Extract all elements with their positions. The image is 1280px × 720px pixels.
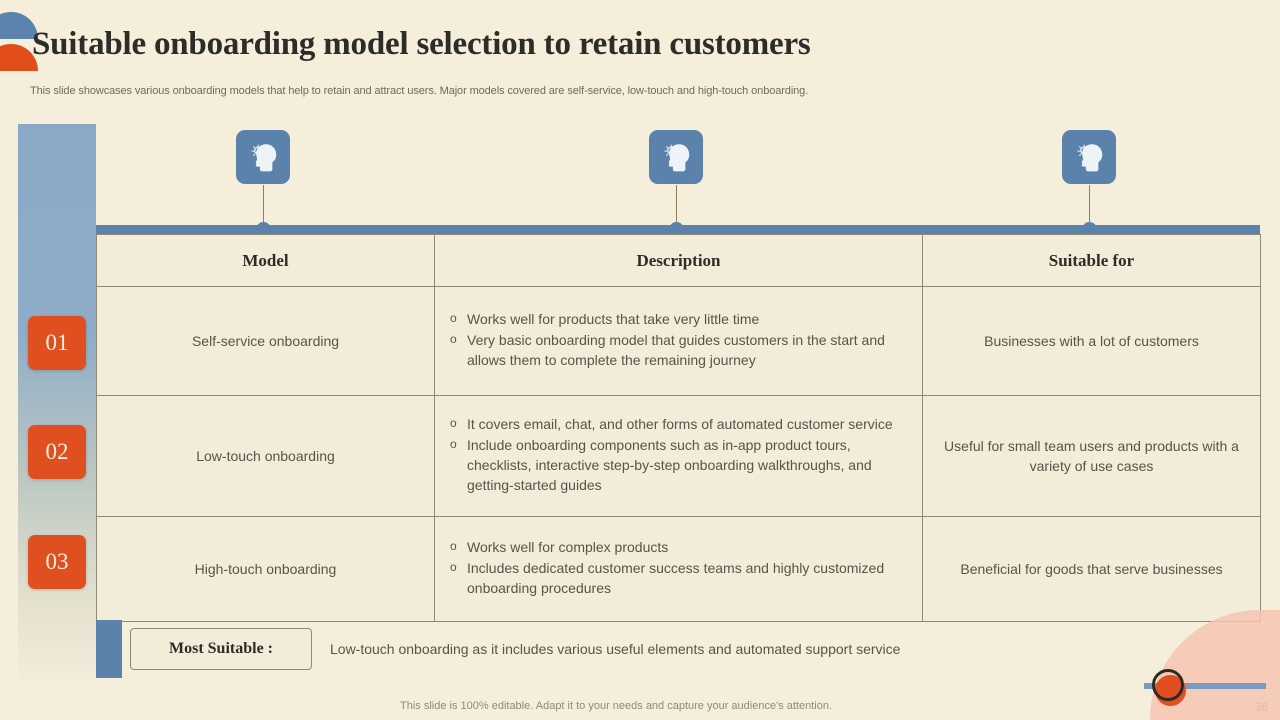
cell-suitable-for: Businesses with a lot of customers xyxy=(922,286,1261,396)
list-item: It covers email, chat, and other forms o… xyxy=(443,415,908,435)
list-item: Very basic onboarding model that guides … xyxy=(443,331,908,371)
node-stem-1 xyxy=(263,185,264,223)
column-header-suitable-for: Suitable for xyxy=(922,234,1261,287)
footer-rule-decoration xyxy=(1144,683,1266,689)
description-list: Works well for products that take very l… xyxy=(443,310,908,371)
cell-model: Low-touch onboarding xyxy=(96,395,435,517)
node-stem-2 xyxy=(676,185,677,223)
head-with-lightbulb-icon xyxy=(1062,130,1116,184)
left-gradient-rail xyxy=(18,124,96,680)
step-badge-01: 01 xyxy=(28,316,86,370)
most-suitable-text: Low-touch onboarding as it includes vari… xyxy=(330,641,901,657)
brand-logo xyxy=(0,12,46,86)
node-dot-1 xyxy=(256,222,271,237)
table-row: Self-service onboarding Works well for p… xyxy=(96,286,1261,396)
step-badge-03: 03 xyxy=(28,535,86,589)
table-row: High-touch onboarding Works well for com… xyxy=(96,516,1261,622)
table-row: Low-touch onboarding It covers email, ch… xyxy=(96,395,1261,517)
column-header-model: Model xyxy=(96,234,435,287)
most-suitable-strip: Most Suitable : Low-touch onboarding as … xyxy=(96,620,1260,678)
description-list: Works well for complex products Includes… xyxy=(443,538,908,599)
head-with-lightbulb-icon xyxy=(649,130,703,184)
cell-description: Works well for products that take very l… xyxy=(434,286,923,396)
most-suitable-accent-bar xyxy=(96,620,122,678)
list-item: Includes dedicated customer success team… xyxy=(443,559,908,599)
list-item: Works well for complex products xyxy=(443,538,908,558)
cell-description: It covers email, chat, and other forms o… xyxy=(434,395,923,517)
node-dot-3 xyxy=(1082,222,1097,237)
most-suitable-label: Most Suitable : xyxy=(130,628,312,670)
cell-model: High-touch onboarding xyxy=(96,516,435,622)
footer-note: This slide is 100% editable. Adapt it to… xyxy=(400,700,832,712)
page-title: Suitable onboarding model selection to r… xyxy=(32,26,811,62)
table-header-row: Model Description Suitable for xyxy=(96,234,1261,287)
head-with-lightbulb-icon xyxy=(236,130,290,184)
cell-suitable-for: Beneficial for goods that serve business… xyxy=(922,516,1261,622)
page-subtitle: This slide showcases various onboarding … xyxy=(30,85,809,97)
cell-model: Self-service onboarding xyxy=(96,286,435,396)
list-item: Works well for products that take very l… xyxy=(443,310,908,330)
onboarding-model-table: Model Description Suitable for Self-serv… xyxy=(96,234,1261,622)
description-list: It covers email, chat, and other forms o… xyxy=(443,415,908,496)
node-stem-3 xyxy=(1089,185,1090,223)
node-dot-2 xyxy=(669,222,684,237)
cell-description: Works well for complex products Includes… xyxy=(434,516,923,622)
step-badge-02: 02 xyxy=(28,425,86,479)
list-item: Include onboarding components such as in… xyxy=(443,436,908,496)
column-header-description: Description xyxy=(434,234,923,287)
cell-suitable-for: Useful for small team users and products… xyxy=(922,395,1261,517)
footer-circle-ring xyxy=(1152,669,1184,701)
